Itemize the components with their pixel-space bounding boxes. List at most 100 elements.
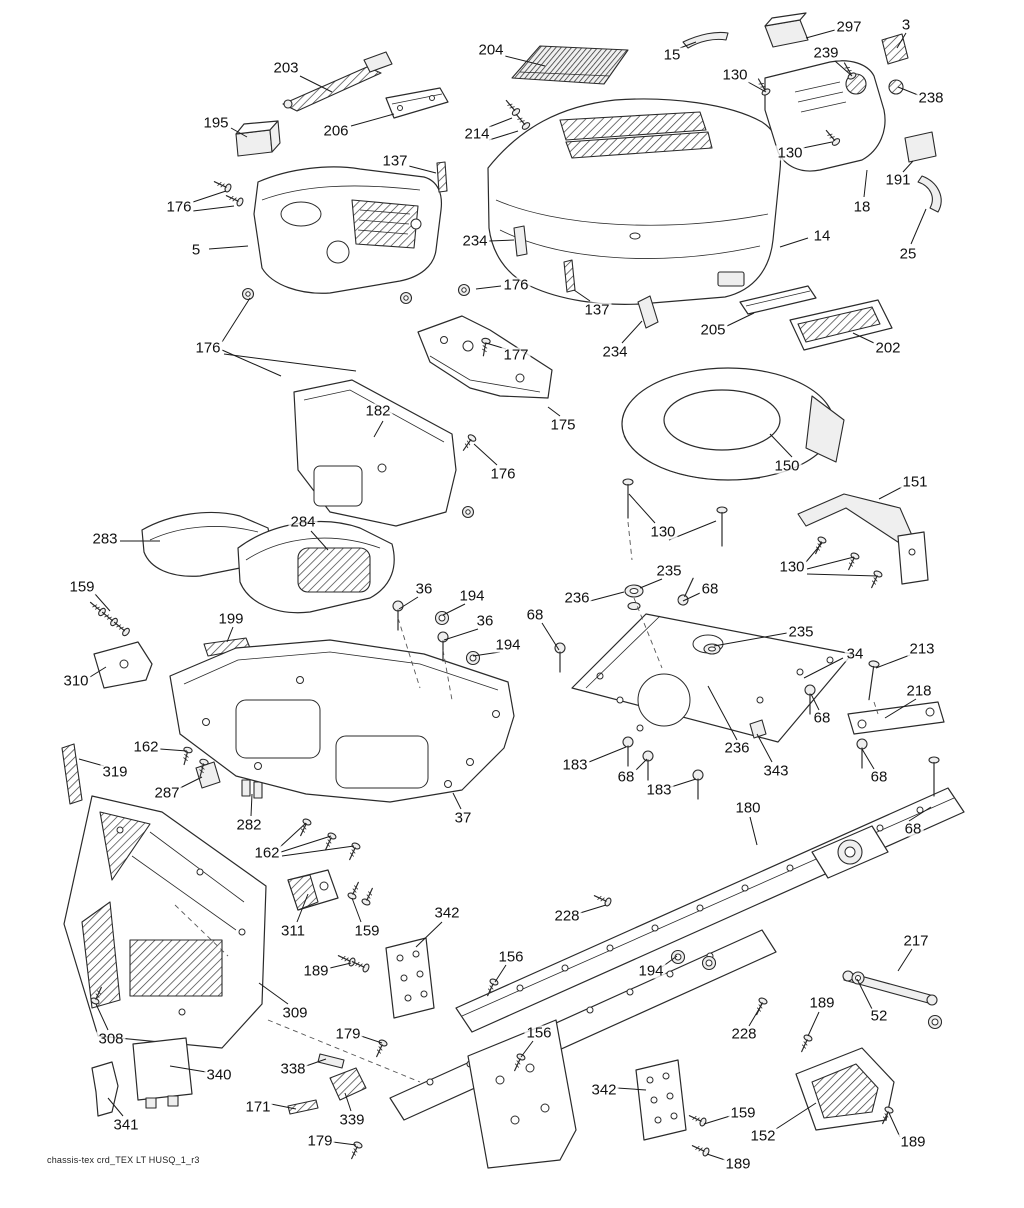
part-label-213: 213 <box>907 640 937 658</box>
part-label-25: 25 <box>897 245 919 263</box>
leader-line <box>747 81 767 93</box>
part-label-236: 236 <box>562 589 592 607</box>
part-steering-shaft <box>282 51 393 112</box>
leader-line <box>639 578 663 589</box>
screw-159 <box>111 618 132 638</box>
leader-line <box>169 1065 207 1073</box>
leader-line <box>616 1087 647 1091</box>
part-label-239: 239 <box>811 44 841 62</box>
leader-line <box>908 806 932 822</box>
leader-line <box>296 893 309 923</box>
part-label-235: 235 <box>654 562 684 580</box>
part-label-159: 159 <box>352 922 382 940</box>
screw-228 <box>592 891 613 908</box>
part-grille-panel <box>63 795 367 1117</box>
part-label-189: 189 <box>807 994 837 1012</box>
leader-line <box>707 685 738 741</box>
part-label-52: 52 <box>868 1007 890 1025</box>
part-label-340: 340 <box>204 1066 234 1084</box>
leader-line <box>226 626 234 643</box>
leader-line <box>896 32 907 49</box>
leader-line <box>875 654 911 669</box>
part-label-310: 310 <box>61 672 91 690</box>
bolt-68 <box>928 756 940 797</box>
part-label-137: 137 <box>582 301 612 319</box>
part-side-trims <box>739 285 893 351</box>
leader-line <box>682 592 701 602</box>
nut-194 <box>670 949 686 965</box>
part-label-282: 282 <box>234 816 264 834</box>
part-label-287: 287 <box>152 784 182 802</box>
part-label-68: 68 <box>615 768 637 786</box>
part-label-234: 234 <box>460 232 490 250</box>
leader-line <box>520 1040 534 1058</box>
leader-line <box>442 603 466 616</box>
nut-194 <box>465 650 481 666</box>
leader-line <box>547 406 561 417</box>
part-label-130: 130 <box>720 66 750 84</box>
leader-line <box>679 41 697 49</box>
part-label-283: 283 <box>90 530 120 548</box>
part-label-194: 194 <box>493 636 523 654</box>
nut-194 <box>701 955 717 971</box>
screw-179 <box>372 1038 389 1059</box>
screw-159 <box>360 886 377 907</box>
drawing-code: chassis-tex crd_TEX LT HUSQ_1_r3 <box>47 1155 200 1165</box>
part-label-311: 311 <box>279 922 307 940</box>
part-label-183: 183 <box>644 781 674 799</box>
leader-line <box>250 793 253 817</box>
screw-162 <box>345 841 362 862</box>
leader-line <box>452 792 462 810</box>
part-label-308: 308 <box>96 1030 126 1048</box>
screw-159 <box>346 880 363 901</box>
leader-line <box>475 285 502 290</box>
part-label-68: 68 <box>811 709 833 727</box>
leader-line <box>806 573 878 577</box>
screw-176 <box>459 432 478 454</box>
leader-line <box>806 556 855 570</box>
part-label-68: 68 <box>524 606 546 624</box>
leader-line <box>884 698 917 719</box>
leader-line <box>373 420 384 438</box>
part-label-236: 236 <box>722 739 752 757</box>
leader-line <box>706 1153 726 1161</box>
part-label-218: 218 <box>904 682 934 700</box>
part-label-189: 189 <box>898 1133 928 1151</box>
leader-line <box>488 130 519 141</box>
leader-line <box>861 748 875 770</box>
part-label-34: 34 <box>844 645 866 663</box>
part-bracket-206 <box>385 87 449 119</box>
part-label-150: 150 <box>772 457 802 475</box>
part-label-175: 175 <box>548 416 578 434</box>
part-label-180: 180 <box>733 799 763 817</box>
leader-line <box>107 1097 124 1117</box>
leader-line <box>494 964 507 983</box>
leader-line <box>863 169 868 198</box>
leader-line <box>856 978 873 1010</box>
bolt-68 <box>554 642 566 673</box>
assembly-guides <box>174 521 879 1083</box>
part-label-151: 151 <box>900 473 930 491</box>
bolt-68 <box>856 738 868 769</box>
part-heat-shield <box>764 12 942 213</box>
bolt-183 <box>622 736 634 767</box>
screw-162 <box>179 745 194 767</box>
screw-130 <box>844 551 861 572</box>
leader-line <box>280 835 332 853</box>
leader-line <box>834 60 853 77</box>
part-label-130: 130 <box>648 523 678 541</box>
part-label-37: 37 <box>452 809 474 827</box>
part-label-152: 152 <box>748 1127 778 1145</box>
part-spacer-strips <box>436 161 659 329</box>
leader-line <box>398 596 419 610</box>
part-label-159: 159 <box>67 578 97 596</box>
part-label-36: 36 <box>413 580 435 598</box>
part-label-199: 199 <box>216 610 246 628</box>
screw-214 <box>502 97 522 118</box>
leader-line <box>281 845 355 857</box>
part-label-162: 162 <box>131 738 161 756</box>
part-label-18: 18 <box>851 198 873 216</box>
part-label-206: 206 <box>321 122 351 140</box>
part-label-176: 176 <box>193 339 223 357</box>
